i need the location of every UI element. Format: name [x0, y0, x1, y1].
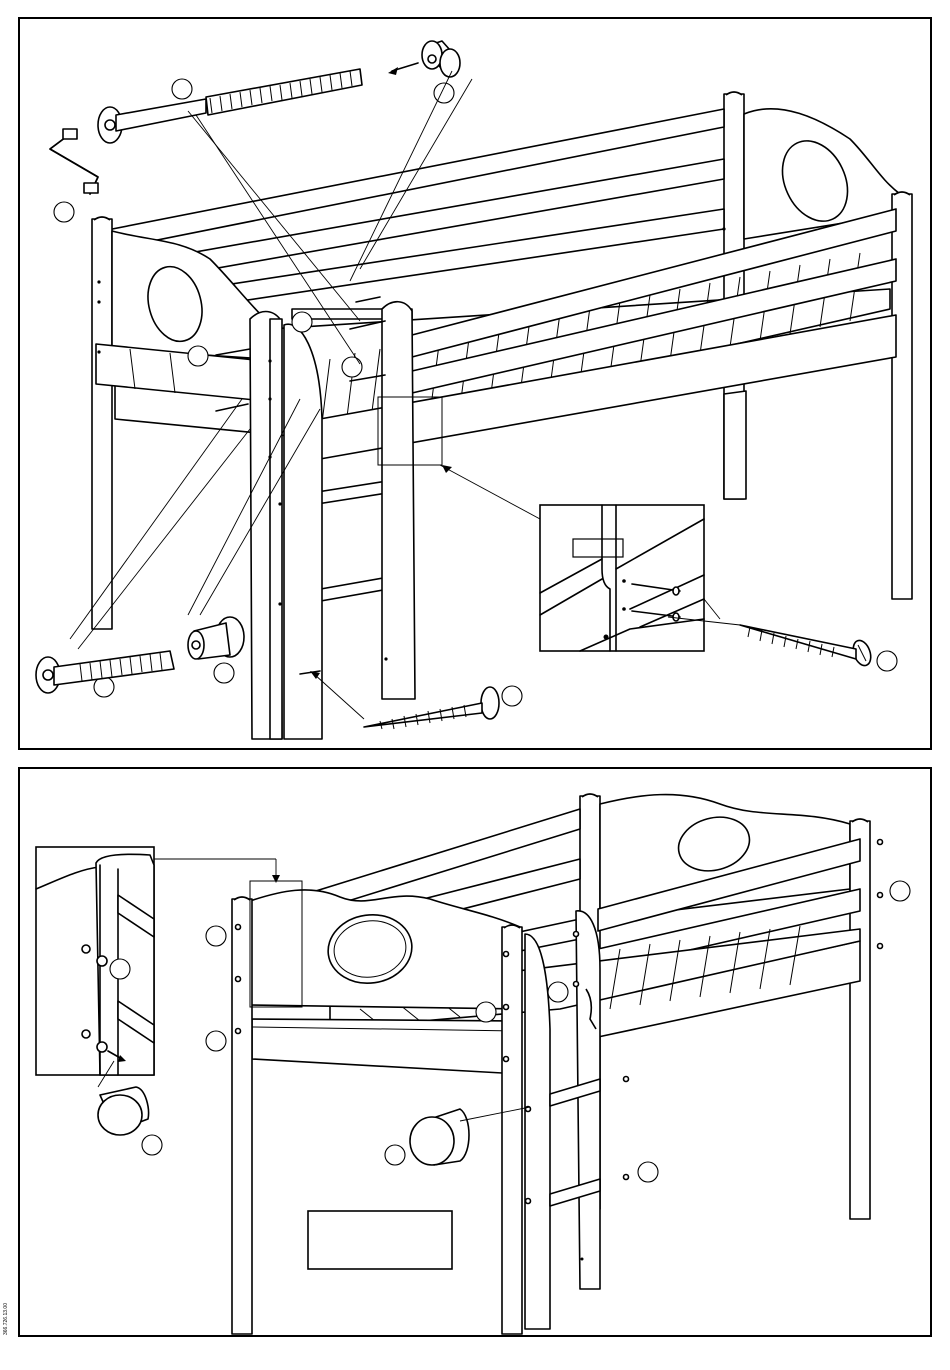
- blank-label-box: [308, 1211, 452, 1269]
- callout-s: [890, 881, 910, 901]
- barrel-nut-icon: [388, 41, 460, 77]
- assembly-step-1-panel: [18, 17, 932, 750]
- callout-c: [54, 202, 74, 222]
- callout-j: [877, 651, 897, 671]
- callout-o: [476, 1002, 496, 1022]
- callout-q: [385, 1145, 405, 1165]
- callout-h: [214, 663, 234, 683]
- detail-inset-step-1: [540, 505, 704, 651]
- document-code: 366.726.13.00: [3, 1303, 9, 1335]
- callout-d: [292, 312, 312, 332]
- callout-p: [548, 982, 568, 1002]
- assembly-step-2-drawing: [20, 769, 934, 1339]
- connector-bolt-icon: [98, 69, 362, 143]
- callout-k: [110, 959, 130, 979]
- callout-a: [172, 79, 192, 99]
- assembly-step-1-drawing: [20, 19, 934, 752]
- callout-i: [502, 686, 522, 706]
- callout-f: [342, 357, 362, 377]
- callout-l: [206, 926, 226, 946]
- callout-m: [206, 1031, 226, 1051]
- callout-e: [188, 346, 208, 366]
- assembly-step-2-panel: [18, 767, 932, 1337]
- hex-key-icon: [50, 129, 98, 194]
- callout-n: [142, 1135, 162, 1155]
- callout-r: [638, 1162, 658, 1182]
- barrel-nut-bottom-icon: [188, 617, 244, 659]
- callout-b: [434, 83, 454, 103]
